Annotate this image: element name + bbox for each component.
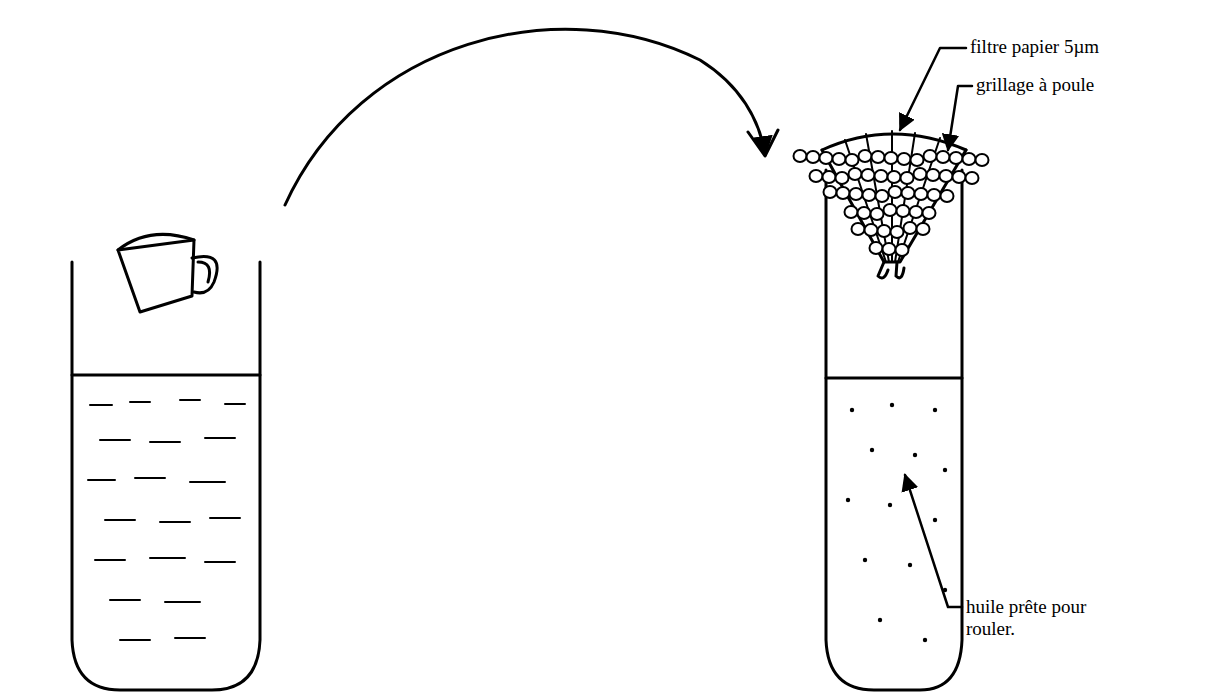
wire-loop — [871, 208, 884, 220]
wire-loop — [910, 206, 923, 218]
wire-loop — [870, 242, 883, 254]
wire-loop — [852, 223, 865, 235]
wire-loop — [902, 187, 915, 199]
wire-loop — [849, 168, 862, 180]
wire-loop — [927, 169, 940, 181]
wire-loop — [836, 172, 849, 184]
wire-loop — [862, 169, 875, 181]
wire-loop — [917, 223, 930, 235]
label-text: grillage à poule — [976, 74, 1094, 96]
wire-loop — [878, 225, 891, 237]
wire-loop — [941, 190, 954, 202]
paper-filter — [822, 131, 966, 278]
wire-loop — [833, 153, 846, 165]
label-text: huile prête pour rouler. — [966, 596, 1116, 640]
wire-loop — [845, 206, 858, 218]
leader-lines — [900, 48, 972, 607]
wire-loop — [794, 150, 807, 162]
wire-loop — [911, 154, 924, 166]
wire-loop — [940, 170, 953, 182]
wire-loop — [837, 187, 850, 199]
liquid-strokes — [88, 400, 245, 640]
wire-loop — [823, 171, 836, 183]
wire-loop — [976, 154, 989, 166]
wire-loop — [824, 186, 837, 198]
wire-loop — [953, 171, 966, 183]
wire-loop — [884, 204, 897, 216]
wire-loop — [859, 150, 872, 162]
pour-arrow — [285, 29, 765, 205]
oil-dots — [846, 403, 947, 642]
wire-loop — [915, 188, 928, 200]
wire-loop — [898, 153, 911, 165]
wire-loop — [810, 170, 823, 182]
right-bucket — [826, 170, 962, 690]
wire-loop — [820, 152, 833, 164]
chicken-wire — [794, 150, 989, 256]
wire-loop — [885, 152, 898, 164]
label-text: filtre papier 5µm — [970, 36, 1099, 58]
wire-loop — [904, 222, 917, 234]
wire-loop — [937, 151, 950, 163]
wire-loop — [888, 171, 901, 183]
jug — [118, 234, 217, 312]
wire-loop — [963, 153, 976, 165]
liquid-surface — [72, 374, 260, 377]
wire-loop — [914, 168, 927, 180]
wire-loop — [807, 151, 820, 163]
wire-loop — [850, 188, 863, 200]
wire-loop — [950, 152, 963, 164]
wire-loop — [891, 226, 904, 238]
wire-loop — [897, 205, 910, 217]
wire-loop — [875, 170, 888, 182]
wire-loop — [924, 150, 937, 162]
wire-loop — [928, 189, 941, 201]
wire-loop — [889, 186, 902, 198]
arrow-head — [748, 130, 778, 156]
wire-loop — [858, 207, 871, 219]
wire-loop — [896, 244, 909, 256]
wire-loop — [883, 243, 896, 255]
oil-surface — [826, 377, 962, 380]
wire-loop — [966, 172, 979, 184]
wire-loop — [872, 151, 885, 163]
wire-loop — [876, 190, 889, 202]
wire-loop — [901, 172, 914, 184]
wire-loop — [863, 189, 876, 201]
wire-loop — [865, 224, 878, 236]
left-bucket — [72, 262, 260, 690]
wire-loop — [923, 207, 936, 219]
wire-loop — [846, 154, 859, 166]
